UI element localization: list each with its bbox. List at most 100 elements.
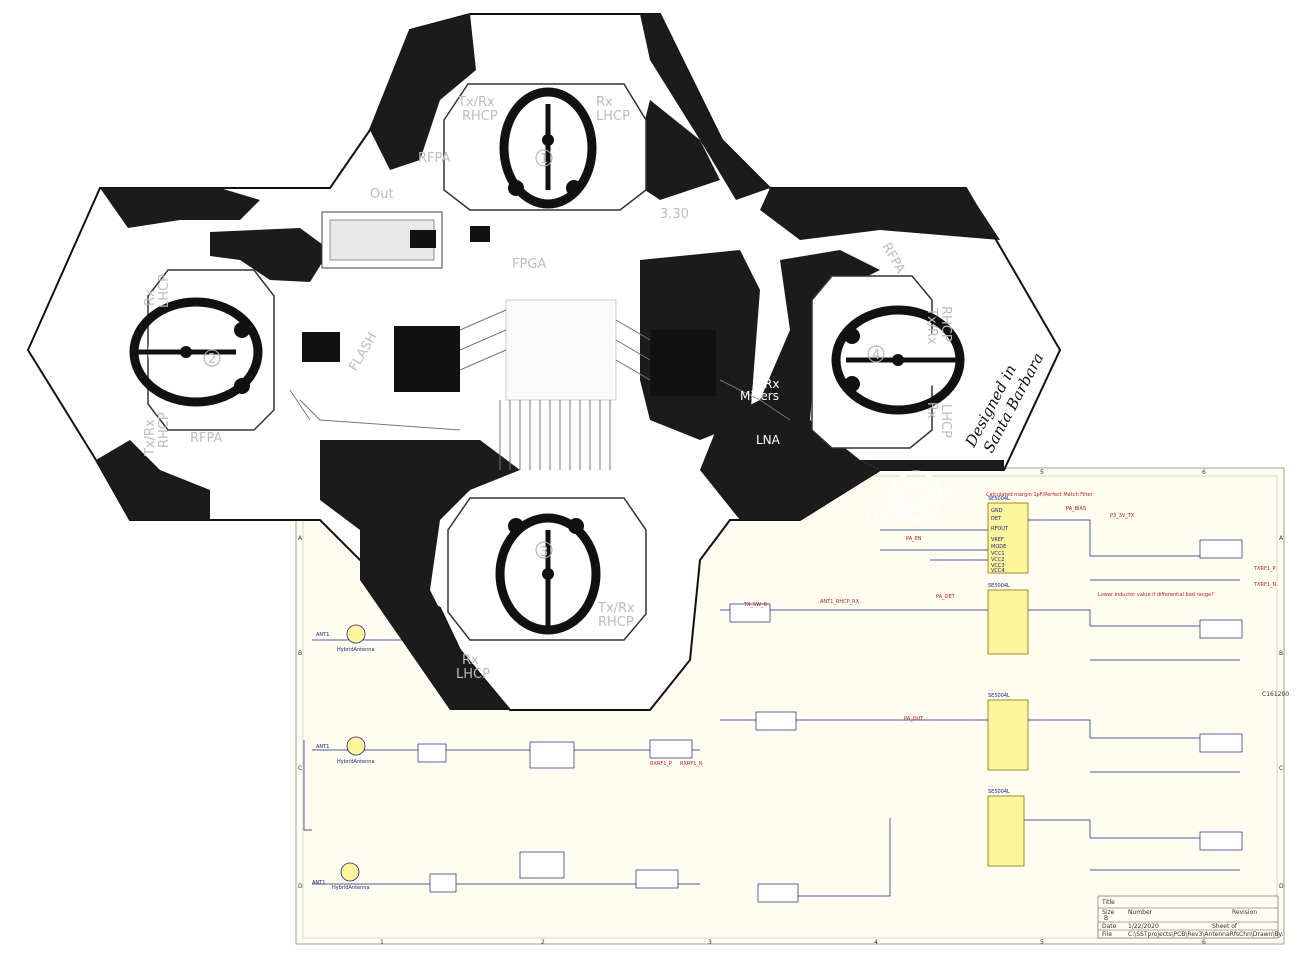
- svg-text:6: 6: [1202, 939, 1206, 946]
- svg-text:2: 2: [541, 939, 545, 946]
- pa-chip-4: [987, 795, 1025, 867]
- antenna-numbers: 1 2 3 4: [208, 152, 880, 560]
- svg-text:VREF: VREF: [991, 537, 1004, 543]
- svg-text:A: A: [298, 535, 303, 542]
- schematic-antennas: HybridAntenna HybridAntenna HybridAntenn…: [312, 624, 375, 891]
- svg-text:Mixers: Mixers: [740, 389, 779, 403]
- svg-text:RHCP: RHCP: [462, 109, 498, 124]
- svg-text:PA_OUT: PA_OUT: [904, 716, 924, 722]
- svg-text:File: File: [1102, 931, 1112, 938]
- ic-packages: [302, 211, 716, 396]
- svg-text:Revision: Revision: [1232, 909, 1257, 916]
- svg-text:VCC4: VCC4: [991, 568, 1005, 574]
- svg-text:4: 4: [872, 348, 880, 363]
- svg-text:B: B: [298, 650, 302, 657]
- svg-text:VCC3: VCC3: [991, 563, 1005, 569]
- svg-text:RXRF1_N: RXRF1_N: [680, 761, 703, 767]
- svg-text:LHCP: LHCP: [456, 667, 490, 682]
- svg-text:Rx: Rx: [596, 95, 613, 110]
- svg-text:RFPA: RFPA: [418, 151, 451, 166]
- svg-text:P3_3V_TX: P3_3V_TX: [1110, 513, 1135, 519]
- schematic-lower-note: Lower inductor value if differential bad…: [1098, 592, 1214, 598]
- svg-text:Number: Number: [1128, 909, 1153, 916]
- fpga-chip: [394, 326, 460, 392]
- svg-text:4: 4: [874, 939, 878, 946]
- antenna-labels: Tx/Rx RHCP Rx LHCP RFPA Rx LHCP Tx/Rx RH…: [143, 95, 953, 682]
- svg-text:SE5004L: SE5004L: [988, 693, 1010, 699]
- schematic-row-letters: A B C D A B C D: [298, 535, 1284, 890]
- bga-array: [505, 299, 617, 401]
- svg-text:Out: Out: [370, 187, 394, 202]
- svg-text:B: B: [1279, 650, 1283, 657]
- schematic-side-label: C161200: [1262, 691, 1289, 698]
- svg-text:ANT1: ANT1: [316, 632, 329, 638]
- schematic-title-block: Title Size B Number Revision Date 1/22/2…: [1097, 895, 1284, 939]
- svg-text:PA_EN: PA_EN: [906, 536, 922, 542]
- svg-text:Tx/Rx: Tx/Rx: [457, 95, 495, 110]
- svg-text:MODE: MODE: [991, 544, 1006, 550]
- svg-text:SE5004L: SE5004L: [988, 789, 1010, 795]
- svg-text:HybridAntenna: HybridAntenna: [337, 759, 375, 765]
- svg-text:LNA: LNA: [756, 433, 781, 447]
- svg-text:VCC2: VCC2: [991, 557, 1005, 563]
- pa-chip-1: [987, 502, 1029, 574]
- svg-text:PA_BIAS: PA_BIAS: [1066, 506, 1086, 512]
- svg-text:3: 3: [708, 939, 712, 946]
- pa-chip-labels: SE5004L SE5004L SE5004L SE5004L GND DET …: [988, 496, 1010, 795]
- svg-text:B: B: [1104, 915, 1108, 922]
- svg-text:GND: GND: [991, 508, 1003, 514]
- svg-text:Rx: Rx: [924, 402, 939, 419]
- svg-text:PA_DET: PA_DET: [936, 594, 956, 600]
- svg-text:TX_SW_B: TX_SW_B: [743, 602, 768, 608]
- rx-mixer-chip: [650, 330, 716, 396]
- svg-text:Sheet of: Sheet of: [1212, 923, 1238, 930]
- pa-chip-3: [987, 699, 1029, 771]
- svg-text:D: D: [1279, 883, 1284, 890]
- svg-text:C: C: [298, 765, 302, 772]
- svg-text:Tx/Rx: Tx/Rx: [143, 419, 158, 457]
- flash-chip: [302, 332, 340, 362]
- svg-text:C: C: [1279, 765, 1283, 772]
- svg-text:FPGA: FPGA: [512, 257, 546, 272]
- svg-text:3.30: 3.30: [660, 207, 689, 222]
- svg-text:1/22/2020: 1/22/2020: [1128, 923, 1159, 930]
- svg-text:5: 5: [1040, 469, 1044, 476]
- svg-text:Rx: Rx: [143, 289, 158, 306]
- svg-text:RHCP: RHCP: [157, 412, 172, 448]
- svg-text:Rx: Rx: [764, 377, 779, 391]
- svg-text:ANT1: ANT1: [312, 880, 325, 886]
- antenna-1: [443, 83, 647, 211]
- pcb-traces: [289, 309, 791, 470]
- svg-text:DET: DET: [991, 516, 1002, 522]
- schematic-right-components: [417, 539, 1243, 903]
- svg-text:LHCP: LHCP: [596, 109, 630, 124]
- svg-text:2: 2: [208, 352, 216, 367]
- svg-text:1: 1: [540, 152, 548, 167]
- svg-text:RFOUT: RFOUT: [991, 526, 1009, 532]
- antenna-2: [129, 269, 275, 431]
- svg-text:Rx: Rx: [462, 653, 479, 668]
- svg-text:Tx/Rx: Tx/Rx: [924, 307, 939, 345]
- svg-text:Date: Date: [1102, 923, 1117, 930]
- svg-text:Tx/Rx: Tx/Rx: [597, 601, 635, 616]
- svg-text:SE5004L: SE5004L: [988, 496, 1010, 502]
- svg-text:LHCP: LHCP: [157, 274, 172, 308]
- svg-text:5: 5: [1040, 939, 1044, 946]
- schematic-title-note: Calculated margin 1pF/Perfect Match Filt…: [986, 492, 1094, 498]
- svg-text:ANT1: ANT1: [316, 744, 329, 750]
- svg-text:Size: Size: [1102, 909, 1115, 916]
- svg-text:HybridAntenna: HybridAntenna: [332, 885, 370, 891]
- svg-text:TXRF1_P: TXRF1_P: [1253, 566, 1276, 572]
- svg-text:A: A: [1279, 535, 1284, 542]
- svg-text:SE5004L: SE5004L: [988, 583, 1010, 589]
- svg-text:LHCP: LHCP: [938, 404, 953, 438]
- svg-text:3: 3: [540, 545, 548, 560]
- pcb-board: 1 2 3 4 Tx/Rx RHCP Rx LHCP RFPA Rx LHCP …: [26, 13, 1062, 711]
- svg-text:1: 1: [380, 939, 384, 946]
- antenna-3: [447, 497, 647, 641]
- svg-text:TXRF1_N: TXRF1_N: [1253, 582, 1277, 588]
- svg-text:HybridAntenna: HybridAntenna: [337, 647, 375, 653]
- svg-text:D: D: [298, 883, 303, 890]
- svg-text:RFPA: RFPA: [190, 431, 223, 446]
